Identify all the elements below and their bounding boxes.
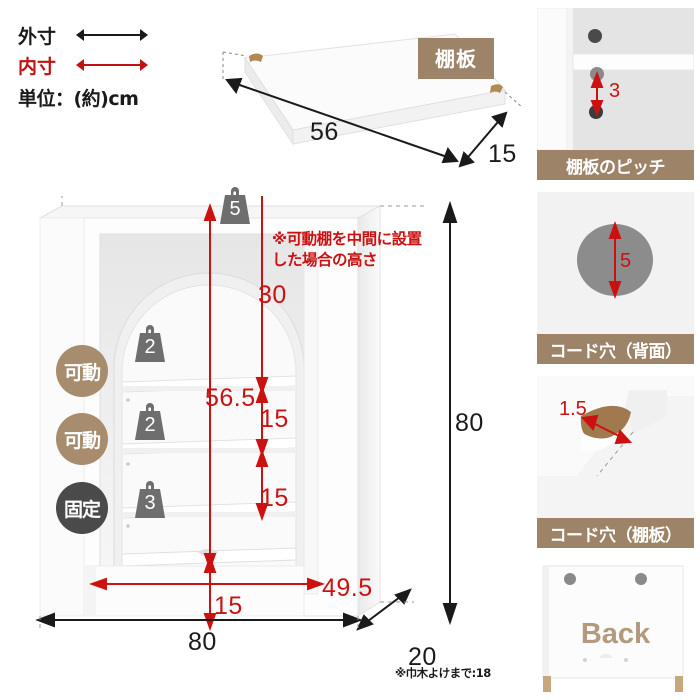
- detail-title-shelf-pitch: 棚板のピッチ: [537, 150, 694, 180]
- weight-badge-top: 5: [213, 184, 257, 226]
- legend-unit-label: 単位：(約)cm: [18, 88, 139, 110]
- cord-hole-back-value: 5: [620, 250, 632, 272]
- outer-height-dimension: [442, 200, 458, 626]
- detail-panel-column: 3 棚板のピッチ 5 コード穴（背面）: [531, 0, 700, 700]
- dim-shelf-gap-lower: 15: [260, 484, 289, 512]
- detail-panel-cord-hole-shelf: 1.5 コード穴（棚板）: [537, 376, 694, 548]
- detail-panel-cord-hole-back: 5 コード穴（背面）: [537, 192, 694, 364]
- weight-value: 3: [144, 492, 156, 514]
- weight-badge-shelf-2: 2: [128, 400, 172, 442]
- shelf-type-badge-2: 可動: [56, 413, 108, 465]
- cord-hole-back-icon: 5: [537, 192, 694, 334]
- detail-panel-shelf-pitch: 3 棚板のピッチ: [537, 8, 694, 180]
- shelf-board-badge: 棚板: [418, 38, 494, 79]
- shelf-board-length-value: 56: [310, 118, 339, 146]
- legend-row-inner: 内寸: [18, 50, 208, 80]
- shelf-board-depth-value: 15: [488, 140, 517, 168]
- dim-shelf-gap-upper: 15: [260, 405, 289, 433]
- dim-inner-width: 49.5: [322, 574, 373, 602]
- weight-badge-shelf-1: 2: [128, 322, 172, 364]
- cord-hole-shelf-value: 1.5: [559, 398, 587, 420]
- legend: 外寸 内寸 単位：(約)cm: [18, 20, 208, 111]
- weight-icon: [135, 481, 165, 518]
- weight-icon: [135, 403, 165, 440]
- dim-arch-to-shelf: 30: [258, 281, 287, 309]
- shelf-pitch-value: 3: [609, 80, 621, 102]
- dim-inner-height: 56.5: [205, 384, 256, 412]
- weight-value: 2: [144, 336, 156, 358]
- depth-footnote: ※巾木よけまで:18: [395, 666, 491, 680]
- back-label: Back: [580, 618, 651, 650]
- double-arrow-red-icon: [76, 58, 148, 72]
- legend-outer-label: 外寸: [18, 25, 57, 48]
- weight-value: 2: [144, 414, 156, 436]
- dim-outer-width: 80: [188, 628, 217, 656]
- dim-depth: 20: [408, 643, 437, 671]
- legend-row-outer: 外寸: [18, 20, 208, 50]
- legend-inner-label: 内寸: [18, 55, 57, 78]
- shelf-type-badge-1: 可動: [56, 345, 108, 397]
- movable-shelf-note: ※可動棚を中間に設置した場合の高さ: [272, 230, 422, 269]
- weight-value: 5: [229, 198, 241, 220]
- weight-icon: [220, 187, 250, 224]
- weight-icon: [135, 325, 165, 362]
- dim-bottom-height: 15: [214, 592, 243, 620]
- dim-outer-height: 80: [455, 409, 484, 437]
- back-panel-icon: Back: [537, 560, 694, 696]
- weight-badge-shelf-3: 3: [128, 478, 172, 520]
- shelf-type-badge-3: 固定: [56, 482, 108, 534]
- double-arrow-black-icon: [76, 28, 148, 42]
- detail-title-cord-hole-shelf: コード穴（棚板）: [537, 518, 694, 548]
- detail-panel-back-view: Back: [537, 560, 694, 696]
- shelf-board-illustration: 棚板: [205, 22, 525, 187]
- shelf-pitch-icon: 3: [537, 8, 694, 151]
- detail-title-cord-hole-back: コード穴（背面）: [537, 334, 694, 364]
- cord-hole-shelf-icon: 1.5: [537, 376, 694, 518]
